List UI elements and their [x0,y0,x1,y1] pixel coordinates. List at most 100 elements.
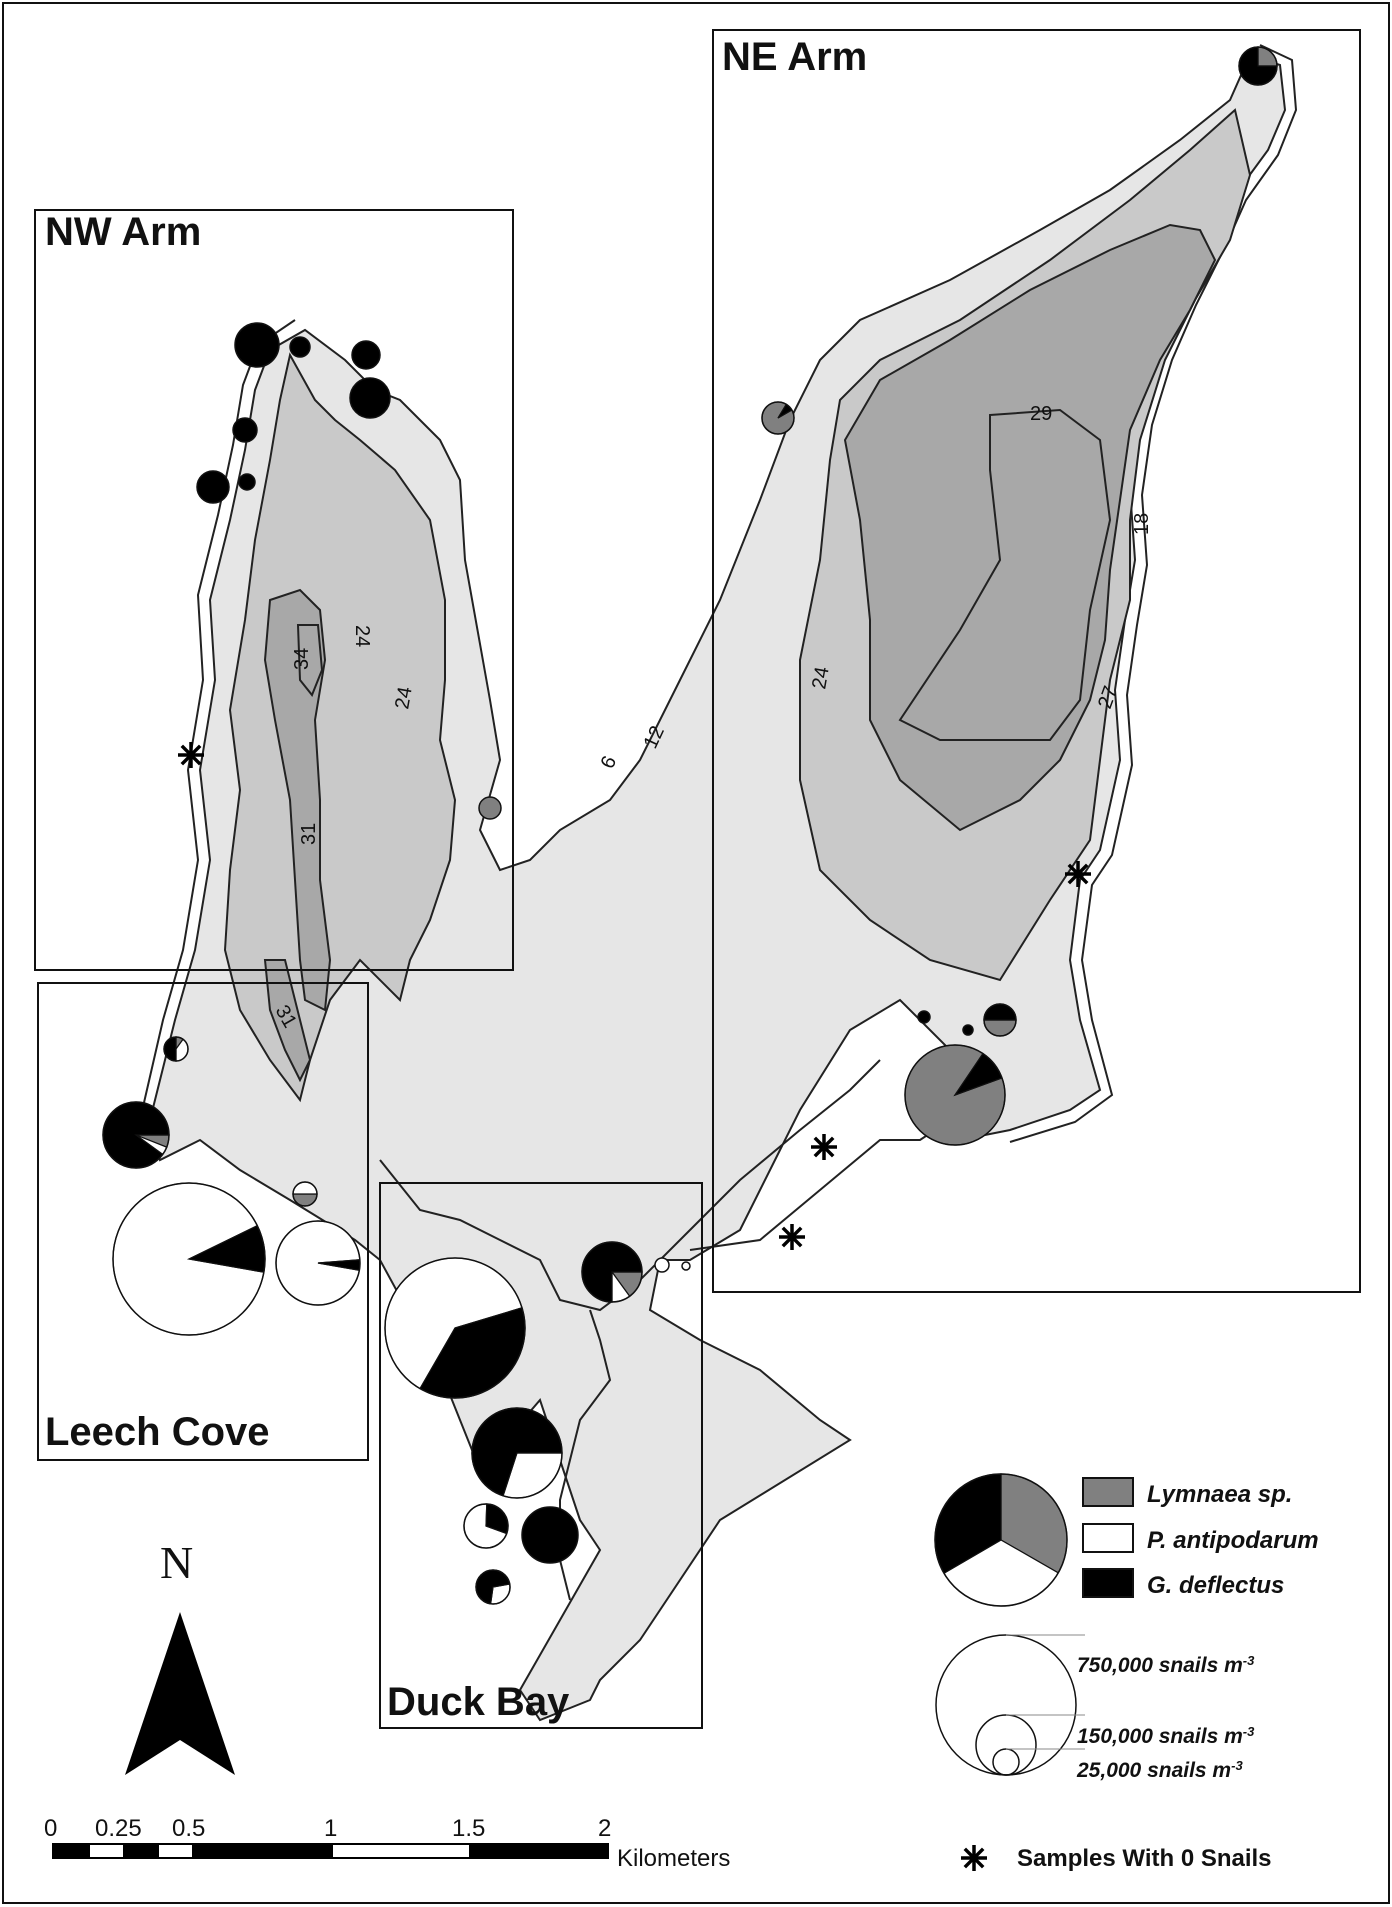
scale-tick-1-5: 1.5 [452,1815,485,1842]
zero-snail-marker-2 [1065,861,1091,887]
sample-pie-5-slice [917,1010,931,1024]
legend-swatch-lymnaea [1082,1477,1134,1507]
sample-pie-20-outline [384,1257,526,1399]
nw-arm-box [34,209,514,971]
asterisk-icon [961,1845,987,1871]
sample-pie-13-slice [238,473,256,491]
sample-pie-1-outline [1238,46,1278,86]
zero-snail-marker-1-stroke [180,744,202,766]
scale-tick-1: 1 [324,1815,337,1842]
sample-pie-9-slice [351,340,381,370]
sample-pie-27 [681,1261,691,1271]
sample-pie-17 [112,1182,266,1336]
sample-pie-17-outline [112,1182,266,1336]
zero-legend: Samples With 0 Snails [961,1845,1272,1872]
shoreline-outer [1009,44,1298,1143]
scale-unit: Kilometers [617,1845,730,1872]
leech-cove-label: Leech Cove [45,1410,270,1454]
sample-pie-12-slice [196,470,230,504]
north-arrow-right-icon [180,1612,235,1775]
sample-pie-4-outline [904,1044,1006,1146]
contour-label-18: 18 [1131,513,1153,535]
legend-pie-chart-outline [934,1473,1068,1607]
nw-arm-label: NW Arm [45,210,201,254]
sample-pie-26 [654,1257,670,1273]
legend-label-gyraulus: G. deflectus [1147,1572,1284,1599]
contour-label-29: 29 [1030,403,1052,425]
sample-pie-16-outline [102,1101,170,1169]
scale-segment-1 [52,1843,90,1859]
sample-pie-2 [761,401,795,435]
sample-pie-14-slice [478,796,502,820]
nw-deep-zone-core [296,624,324,697]
leech-cove-box [37,982,369,1461]
legend-label-potamopyrgus: P. antipodarum [1147,1527,1319,1554]
sample-pie-27-slice [681,1261,691,1271]
zero-legend-asterisk-stroke [963,1847,985,1869]
shoreline-west-outer [139,319,296,1121]
scale-segment-4 [157,1843,194,1859]
contour-label-24-ne: 24 [808,665,834,691]
sample-pie-21 [471,1407,563,1499]
sample-pie-26-slice [654,1257,670,1273]
scale-segment-7 [469,1843,609,1859]
duck-bay-box [379,1182,703,1729]
sample-pie-19-outline [292,1181,318,1207]
duck-bay-contour [379,1059,881,1312]
zero-snail-marker-4-stroke [781,1226,803,1248]
ne-arm-box [712,29,1361,1293]
sample-pie-12 [196,470,230,504]
scale-bar: 0 0.25 0.5 1 1.5 2 Kilometers [44,1815,730,1872]
legend-label-lymnaea: Lymnaea sp. [1147,1481,1292,1508]
duck-bay-label: Duck Bay [387,1680,570,1724]
sample-pie-24-outline [475,1569,511,1605]
scale-segment-3 [123,1843,159,1859]
sample-pie-18 [275,1220,361,1306]
sample-pie-11 [232,417,258,443]
sample-pies [102,46,1278,1605]
sample-pie-23-slice [521,1506,579,1564]
scale-tick-2: 2 [598,1815,611,1842]
scale-segment-2 [88,1843,125,1859]
legend-pie [934,1473,1068,1607]
contour-label-31-a: 31 [298,823,320,845]
sample-pie-10-slice [349,377,391,419]
zero-snail-marker-1 [178,742,204,768]
sample-pie-23 [521,1506,579,1564]
sample-pie-25 [581,1241,643,1303]
scale-tick-0-25: 0.25 [95,1815,142,1842]
sample-pie-3-outline [983,1003,1017,1037]
zero-snail-markers [178,742,1091,1250]
zero-snail-marker-3-stroke [813,1136,835,1158]
sample-pie-14 [478,796,502,820]
size-legend: 750,000 snails m-3 150,000 snails m-3 25… [935,1634,1255,1782]
sample-pie-15 [163,1036,189,1062]
sample-pie-22 [463,1503,509,1549]
species-legend: Lymnaea sp. P. antipodarum G. deflectus [934,1473,1319,1607]
zero-legend-label: Samples With 0 Snails [1017,1845,1272,1872]
sample-pie-3 [983,1003,1017,1037]
size-label-150000: 150,000 snails m-3 [1077,1724,1255,1749]
sample-pie-4 [904,1044,1006,1146]
sample-pie-8 [289,336,311,358]
ne-contour-29 [898,408,1112,741]
north-label: N [160,1537,193,1588]
legend-swatch-gyraulus [1082,1568,1134,1598]
sample-pie-20 [384,1257,526,1399]
ne-deep-zone [843,223,1217,832]
sample-pie-24 [475,1569,511,1605]
sample-pie-22-outline [463,1503,509,1549]
sample-pie-19 [292,1181,318,1207]
sample-pie-1 [1238,46,1278,86]
sample-pie-13 [238,473,256,491]
contour-label-24-nw-a: 24 [351,625,373,647]
zero-legend-asterisk [961,1845,987,1871]
sample-pie-9 [351,340,381,370]
zero-snail-marker-2-stroke [1067,863,1089,885]
scale-tick-0-5: 0.5 [172,1815,205,1842]
ne-arm-label: NE Arm [722,35,867,79]
legend-swatch-potamopyrgus [1082,1523,1134,1553]
nw-mid-depth-zone [223,352,457,1103]
north-arrow: N [125,1537,235,1775]
